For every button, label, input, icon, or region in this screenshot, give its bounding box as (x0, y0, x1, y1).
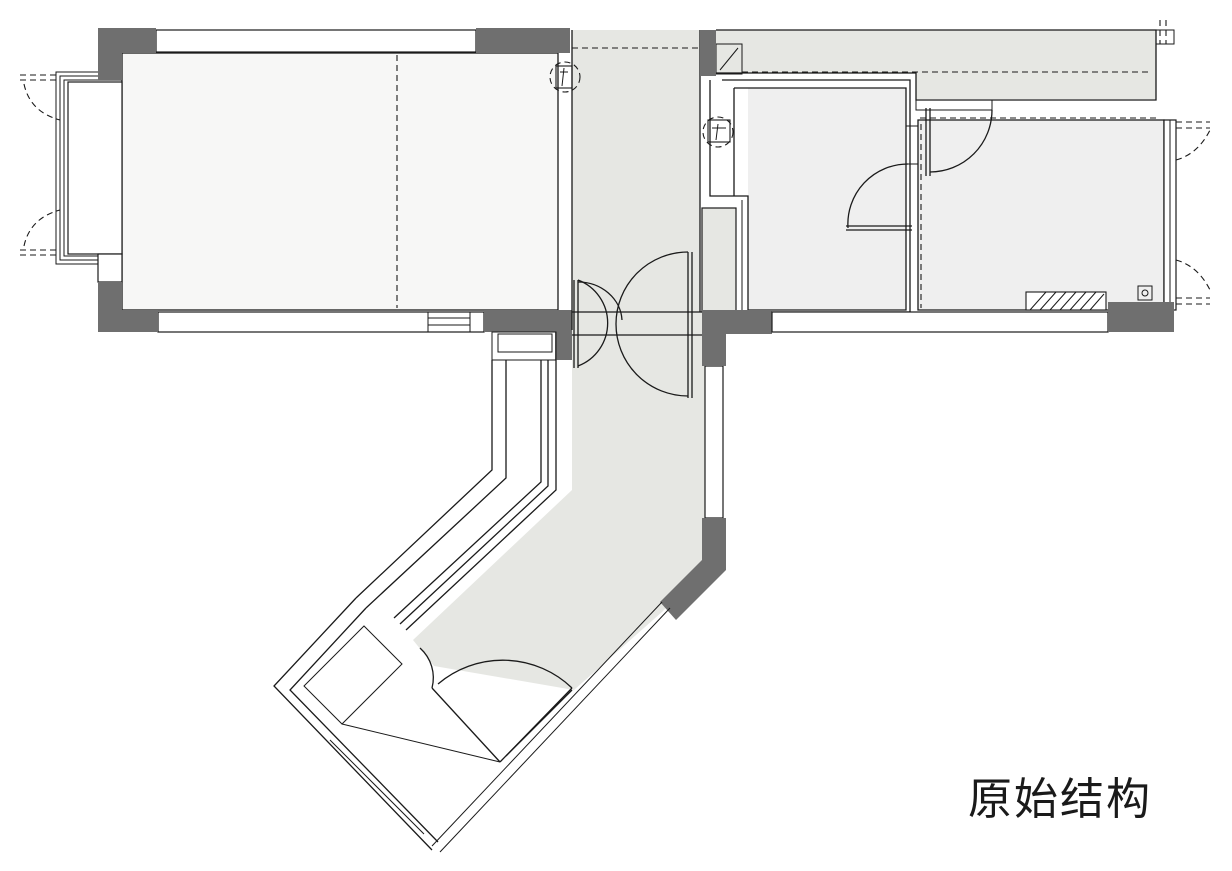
bedroom-right (917, 117, 1211, 311)
walls-left (98, 28, 572, 360)
bedroom-small (701, 79, 911, 313)
door-swing-right (615, 251, 693, 398)
bay-window (20, 71, 123, 283)
door-swing-bedroom-right (915, 99, 993, 176)
corridor (413, 30, 705, 690)
walls-right (702, 302, 1174, 334)
plan-caption: 原始结构 (968, 774, 1152, 825)
living-room (121, 29, 559, 333)
kitchen-top (700, 20, 1175, 101)
door-swing-left (573, 279, 623, 368)
